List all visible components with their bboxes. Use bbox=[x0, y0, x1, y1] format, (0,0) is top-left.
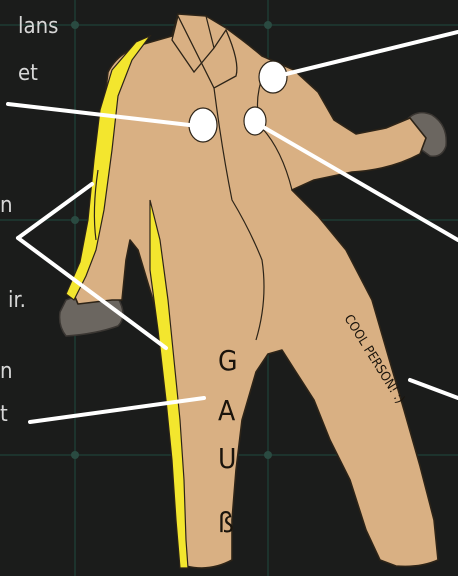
chest-patch-right bbox=[244, 107, 266, 135]
leg-letter-3: U bbox=[218, 442, 236, 475]
shoulder-patch bbox=[259, 61, 287, 93]
suit-body bbox=[72, 14, 438, 568]
leg-letter-4: ß bbox=[218, 506, 234, 539]
leg-letter-2: A bbox=[218, 394, 236, 427]
leg-letter-1: G bbox=[218, 344, 238, 377]
